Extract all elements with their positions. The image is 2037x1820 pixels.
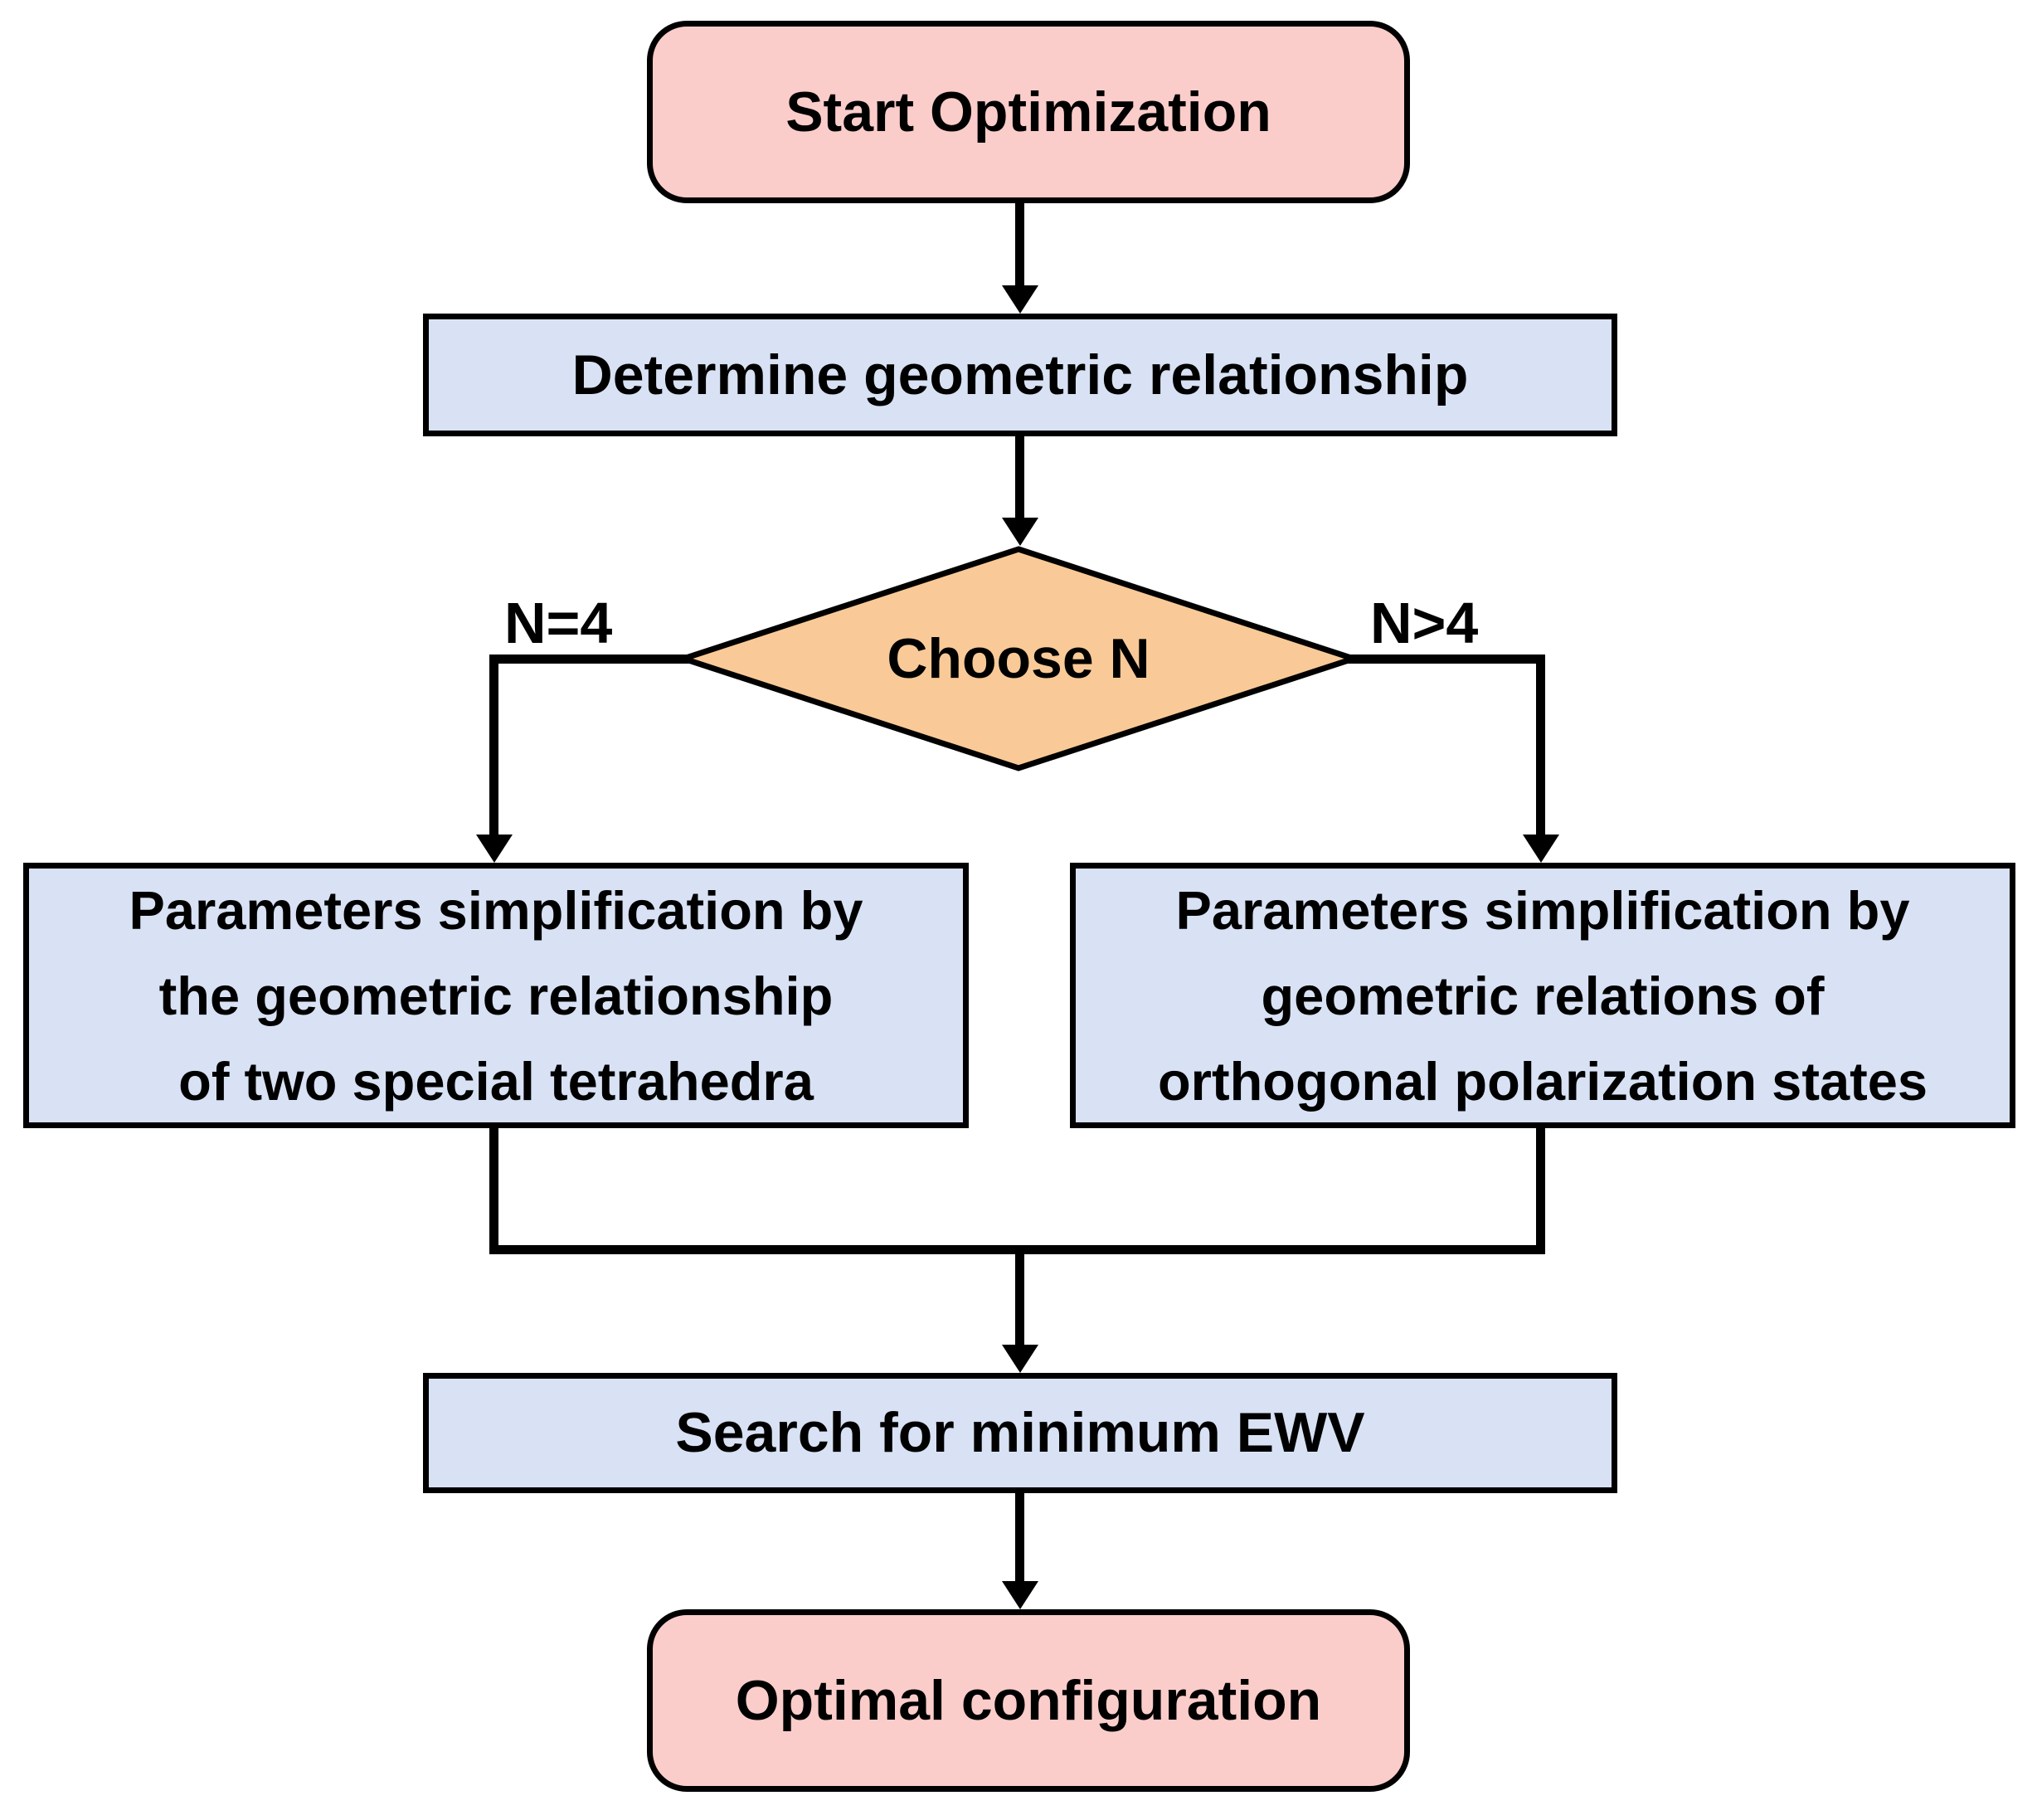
connector-merge-right-stub	[1536, 1128, 1545, 1254]
node-determine: Determine geometric relationship	[423, 314, 1617, 436]
node-param-tetrahedra: Parameters simplification by the geometr…	[23, 863, 969, 1128]
connector-merge-search-stem	[1015, 1245, 1024, 1345]
arrowhead-search-optimal	[1002, 1581, 1038, 1609]
arrowhead-branch-left	[476, 835, 513, 863]
connector-branch-left-horizontal	[489, 655, 705, 664]
node-choose-n-label: Choose N	[887, 627, 1150, 690]
node-start-label: Start Optimization	[785, 80, 1271, 144]
arrowhead-determine-choose	[1002, 518, 1038, 546]
node-param-orthogonal: Parameters simplification by geometric r…	[1070, 863, 2015, 1128]
node-start: Start Optimization	[647, 21, 1410, 203]
connector-merge-left-stub	[489, 1128, 498, 1254]
branch-label-n-greater-4: N>4	[1370, 591, 1479, 655]
branch-label-n-equals-4: N=4	[504, 591, 613, 655]
connector-branch-right-horizontal	[1332, 655, 1545, 664]
arrowhead-branch-right	[1523, 835, 1559, 863]
connector-search-optimal-stem	[1015, 1493, 1024, 1581]
arrowhead-start-determine	[1002, 285, 1038, 314]
node-choose-n: Choose N	[680, 546, 1357, 771]
node-optimal: Optimal configuration	[647, 1609, 1410, 1792]
connector-start-determine-stem	[1015, 203, 1024, 289]
node-search-ewv-label: Search for minimum EWV	[675, 1401, 1365, 1465]
node-param-orthogonal-label: Parameters simplification by geometric r…	[1157, 879, 1928, 1112]
diamond-shape	[680, 546, 1357, 771]
node-search-ewv: Search for minimum EWV	[423, 1373, 1617, 1493]
node-determine-label: Determine geometric relationship	[571, 343, 1469, 406]
connector-branch-right-vertical	[1536, 655, 1545, 835]
arrowhead-merge-search	[1002, 1345, 1038, 1373]
node-optimal-label: Optimal configuration	[735, 1668, 1322, 1732]
connector-branch-left-vertical	[489, 655, 498, 835]
connector-determine-choose-stem	[1015, 436, 1024, 521]
node-param-tetrahedra-label: Parameters simplification by the geometr…	[129, 879, 863, 1112]
